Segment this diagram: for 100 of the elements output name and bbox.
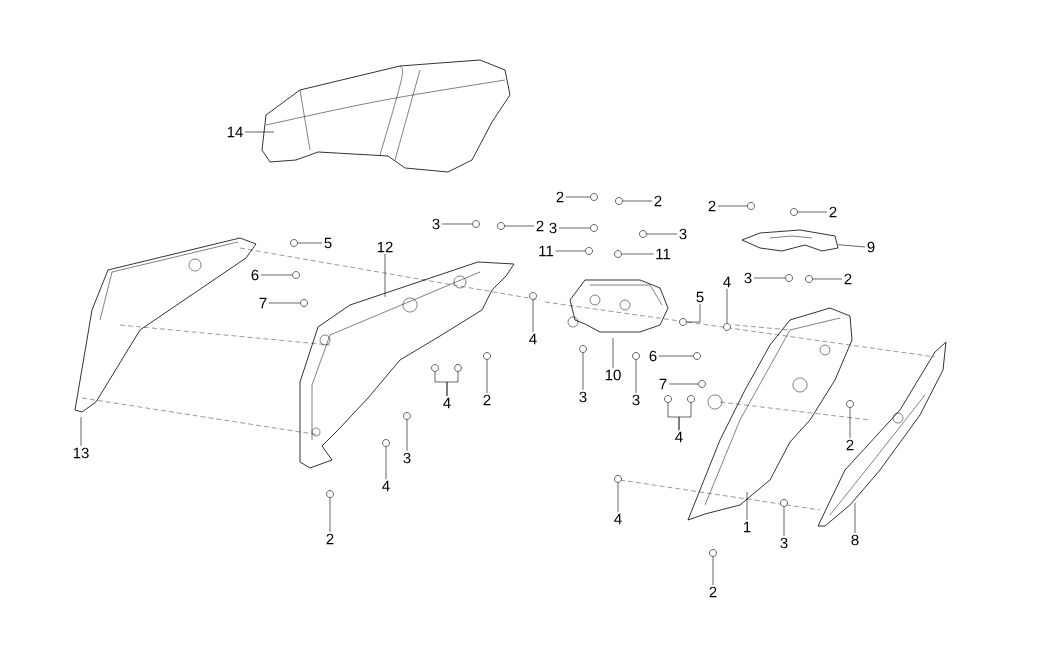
fastener-symbol xyxy=(664,395,672,403)
leader-line xyxy=(646,233,678,235)
leader-line xyxy=(385,446,387,480)
callout-number: 2 xyxy=(708,200,716,212)
callout-number: 11 xyxy=(656,248,671,260)
callout-number: 4 xyxy=(614,513,622,525)
callout-number: 3 xyxy=(632,394,640,406)
leader-line xyxy=(612,337,614,369)
fastener-symbol xyxy=(723,323,731,331)
leader-line xyxy=(686,303,701,323)
fastener-symbol xyxy=(615,197,623,205)
fastener-symbol xyxy=(693,352,701,360)
fastener-symbol xyxy=(326,490,334,498)
leader-line xyxy=(658,355,694,357)
callout-number: 10 xyxy=(605,369,621,381)
callout-number: 1 xyxy=(744,521,751,533)
callout-number: 2 xyxy=(829,206,837,218)
callout-number: 3 xyxy=(432,218,440,230)
bracket-drawing xyxy=(741,229,839,252)
fastener-symbol xyxy=(590,224,598,232)
fastener-symbol xyxy=(846,400,854,408)
leader-line xyxy=(297,242,323,244)
callout-number: 2 xyxy=(844,273,852,285)
leader-line xyxy=(622,200,653,202)
leader-line xyxy=(555,250,586,252)
fastener-symbol xyxy=(431,364,439,372)
fastener-symbol xyxy=(382,439,390,447)
callout-number: 4 xyxy=(443,397,451,409)
callout-number: 3 xyxy=(549,222,557,234)
leader-line xyxy=(582,352,584,391)
leader-line xyxy=(268,302,301,304)
leader-line xyxy=(244,131,275,133)
leader-line xyxy=(726,288,728,324)
callout-number: 3 xyxy=(403,452,411,464)
leader-line xyxy=(504,225,535,227)
leader-line xyxy=(260,274,293,276)
callout-number: 7 xyxy=(659,378,667,390)
leader-line xyxy=(532,299,534,333)
callout-number: 7 xyxy=(259,297,267,309)
callout-number: 5 xyxy=(324,237,332,249)
callout-number: 9 xyxy=(867,241,875,253)
callout-number: 13 xyxy=(73,447,89,459)
fastener-symbol xyxy=(614,475,622,483)
leader-line xyxy=(678,402,692,431)
leader-line xyxy=(837,244,866,248)
leader-line xyxy=(812,278,843,280)
callout-number: 11 xyxy=(539,245,554,257)
leader-line xyxy=(849,407,851,439)
fastener-symbol xyxy=(472,220,480,228)
fastener-symbol xyxy=(290,239,298,247)
callout-number: 2 xyxy=(846,439,854,451)
leader-line xyxy=(617,482,619,513)
fastener-symbol xyxy=(579,345,587,353)
fastener-symbol xyxy=(639,230,647,238)
fastener-symbol xyxy=(632,352,640,360)
callout-number: 3 xyxy=(744,272,752,284)
leader-line xyxy=(446,371,459,397)
leader-line xyxy=(621,253,654,255)
fastener-symbol xyxy=(785,274,793,282)
fastener-symbol xyxy=(300,299,308,307)
callout-number: 2 xyxy=(556,191,564,203)
fastener-symbol xyxy=(698,380,706,388)
leader-line xyxy=(441,223,473,225)
fastener-symbol xyxy=(403,412,411,420)
leader-line xyxy=(565,196,591,198)
fastener-symbol xyxy=(747,202,755,210)
callout-number: 2 xyxy=(483,394,491,406)
fastener-symbol xyxy=(590,193,598,201)
fastener-symbol xyxy=(483,352,491,360)
leader-line xyxy=(753,277,786,279)
callout-number: 5 xyxy=(696,291,704,303)
callout-number: 2 xyxy=(326,533,334,545)
fastener-symbol xyxy=(709,549,717,557)
fastener-symbol xyxy=(805,275,813,283)
fastener-symbol xyxy=(292,271,300,279)
callout-number: 12 xyxy=(377,241,393,253)
leader-line xyxy=(80,416,82,447)
leader-line xyxy=(746,491,748,521)
callout-number: 4 xyxy=(675,431,683,443)
fastener-symbol xyxy=(454,364,462,372)
fastener-symbol xyxy=(529,292,537,300)
leader-line xyxy=(854,502,856,534)
leader-line xyxy=(635,359,637,394)
callout-number: 14 xyxy=(227,126,243,138)
leader-line xyxy=(712,556,714,586)
callout-number: 3 xyxy=(579,391,587,403)
leader-line xyxy=(783,506,785,537)
leader-line xyxy=(558,227,591,229)
callout-number: 6 xyxy=(251,269,259,281)
leader-line xyxy=(668,383,699,385)
callout-number: 3 xyxy=(679,228,687,240)
leader-line xyxy=(406,419,408,452)
leader-line xyxy=(384,253,386,298)
leader-line xyxy=(486,359,488,394)
callout-number: 3 xyxy=(780,537,788,549)
fastener-symbol xyxy=(790,208,798,216)
fastener-symbol xyxy=(687,395,695,403)
callout-number: 6 xyxy=(649,350,657,362)
callout-number: 4 xyxy=(723,276,731,288)
callout-number: 8 xyxy=(851,534,859,546)
